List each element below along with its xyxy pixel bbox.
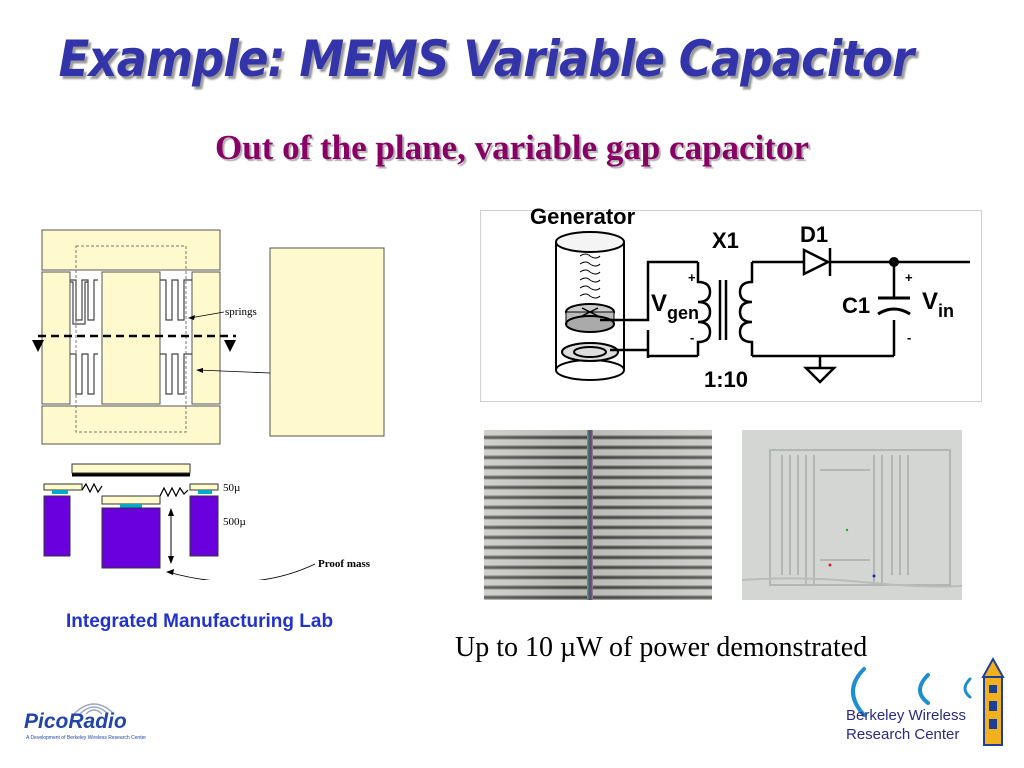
center-bus-line (587, 430, 593, 600)
power-caption: Up to 10 µW of power demonstrated (455, 632, 868, 663)
diode-label: D1 (800, 222, 829, 247)
picoradio-logo: PicoRadio A Development of Berkeley Wire… (24, 702, 147, 746)
right-anchor-column (191, 271, 221, 405)
vgen-label: Vgen (651, 290, 699, 323)
center-plate-section (101, 495, 161, 505)
vgen-plus-sign: + (688, 270, 696, 285)
plate-photo-detail (742, 430, 962, 600)
secondary-coil (738, 262, 754, 356)
left-support (43, 483, 83, 491)
capacitor-label: C1 (842, 293, 871, 318)
bwrc-logo: Berkeley Wireless Research Center (838, 655, 1010, 750)
vgen-minus-sign: - (690, 330, 695, 345)
vgen-main: V (651, 290, 668, 317)
ground-icon (802, 366, 838, 384)
slide-subtitle: Out of the plane, variable gap capacitor (215, 128, 809, 167)
plate-outline (75, 245, 187, 433)
right-arrow-icon (224, 340, 236, 352)
vin-label: Vin (922, 288, 954, 321)
left-anchor-column (41, 271, 71, 405)
spring-meanders (70, 279, 192, 395)
generator-label: Generator (530, 204, 636, 229)
lab-caption: Integrated Manufacturing Lab (66, 611, 334, 632)
diode-icon (802, 247, 831, 277)
photo-shading (484, 430, 712, 600)
top-anchor-pad (41, 229, 221, 271)
vin-plus-sign: + (905, 270, 913, 285)
central-plate (101, 271, 161, 405)
transformer-label: X1 (712, 228, 739, 253)
vgen-sub: gen (667, 303, 700, 323)
right-spring-zigzag (159, 486, 189, 498)
vin-sub: in (938, 301, 955, 321)
bwrc-line2: Research Center (846, 726, 960, 743)
right-support (189, 483, 219, 491)
springs-label: springs (225, 306, 257, 318)
proof-mass-label: Proof mass (318, 558, 371, 570)
picoradio-tagline: A Development of Berkeley Wireless Resea… (26, 735, 147, 741)
gap-label: 50µ (223, 482, 241, 494)
mems-diagram (32, 229, 385, 580)
left-pillar (43, 495, 71, 557)
vin-minus-sign: - (907, 330, 912, 345)
picoradio-name: PicoRadio (24, 710, 127, 733)
left-arrow-icon (32, 340, 44, 352)
primary-coil (696, 262, 712, 356)
ratio-label: 1:10 (704, 367, 749, 392)
circuit-diagram (555, 231, 970, 384)
proof-mass-block (101, 507, 161, 569)
comb-finger-photo (484, 430, 712, 600)
slide-title: Example: MEMS Variable Capacitor (58, 30, 915, 88)
plate-photo (742, 430, 962, 600)
left-spring-zigzag (81, 482, 103, 494)
radio-waves-icon (73, 703, 115, 715)
generator-icon (555, 231, 625, 381)
bwrc-line1: Berkeley Wireless (846, 707, 967, 724)
right-pillar (189, 495, 219, 557)
campanile-tower-icon (981, 656, 1005, 746)
top-plate (71, 463, 191, 474)
height-label: 500µ (223, 516, 246, 528)
counter-electrode (269, 247, 385, 437)
vin-main: V (922, 288, 939, 315)
bottom-anchor-pad (41, 405, 221, 445)
bwrc-arcs-icon (851, 656, 1005, 746)
